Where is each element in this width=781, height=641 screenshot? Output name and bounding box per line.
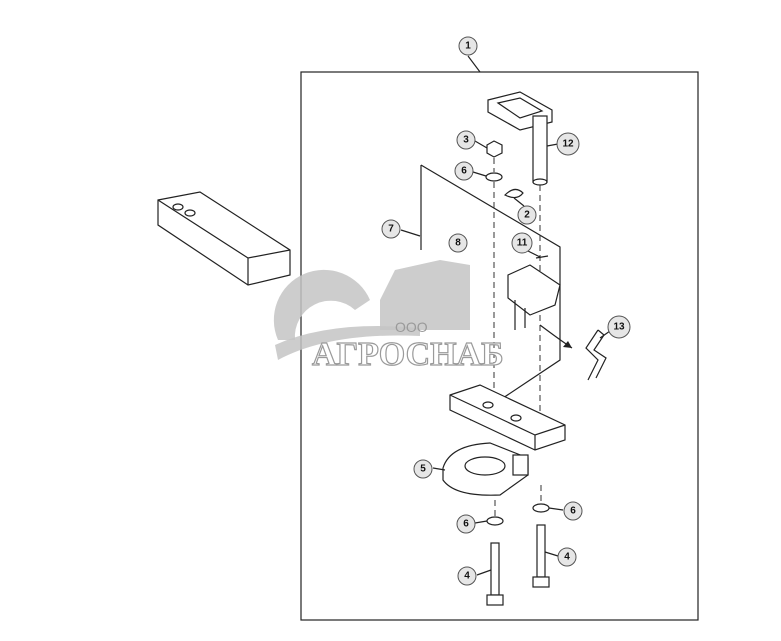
bolt [532, 524, 550, 588]
callout-8: 8 [448, 233, 468, 253]
washer [486, 516, 504, 526]
svg-text:6: 6 [570, 506, 576, 517]
bolt [486, 542, 504, 606]
svg-text:6: 6 [463, 519, 469, 530]
drawbar [157, 191, 291, 286]
svg-text:12: 12 [562, 139, 574, 150]
svg-text:5: 5 [420, 464, 426, 475]
callout-2: 2 [517, 205, 537, 225]
callout-3: 3 [456, 130, 476, 150]
bracket [507, 264, 561, 330]
leader-line [467, 55, 481, 73]
callout-6: 6 [563, 501, 583, 521]
svg-text:13: 13 [613, 322, 625, 333]
svg-text:1: 1 [465, 41, 471, 52]
callout-4: 4 [457, 566, 477, 586]
spring-clip [585, 329, 607, 381]
svg-text:7: 7 [388, 224, 394, 235]
svg-text:6: 6 [461, 166, 467, 177]
svg-text:11: 11 [517, 238, 528, 249]
watermark-name: АГРОСНАБ [312, 336, 504, 373]
callout-5: 5 [413, 459, 433, 479]
svg-text:8: 8 [455, 238, 461, 249]
callout-11: 11 [511, 232, 533, 254]
agrosnab-watermark-logo: ООО АГРОСНАБ [273, 260, 504, 374]
svg-text:2: 2 [524, 210, 530, 221]
hitch-tongue [449, 384, 566, 451]
callout-13: 13 [607, 315, 631, 339]
clip [503, 188, 524, 199]
hitch-pin [487, 91, 553, 186]
nut [486, 140, 503, 158]
callout-6: 6 [454, 161, 474, 181]
washer [532, 503, 550, 513]
callout-7: 7 [381, 219, 401, 239]
callout-12: 12 [556, 132, 580, 156]
callout-1: 1 [458, 36, 478, 56]
leader-lines [400, 140, 611, 576]
plate [420, 164, 561, 421]
callout-6: 6 [456, 514, 476, 534]
clevis [442, 442, 529, 496]
callout-4: 4 [557, 547, 577, 567]
watermark-prefix: ООО [395, 319, 428, 335]
washer [485, 172, 503, 182]
small-pin [535, 255, 549, 259]
svg-text:4: 4 [464, 571, 470, 582]
svg-text:3: 3 [463, 135, 469, 146]
svg-text:4: 4 [564, 552, 570, 563]
